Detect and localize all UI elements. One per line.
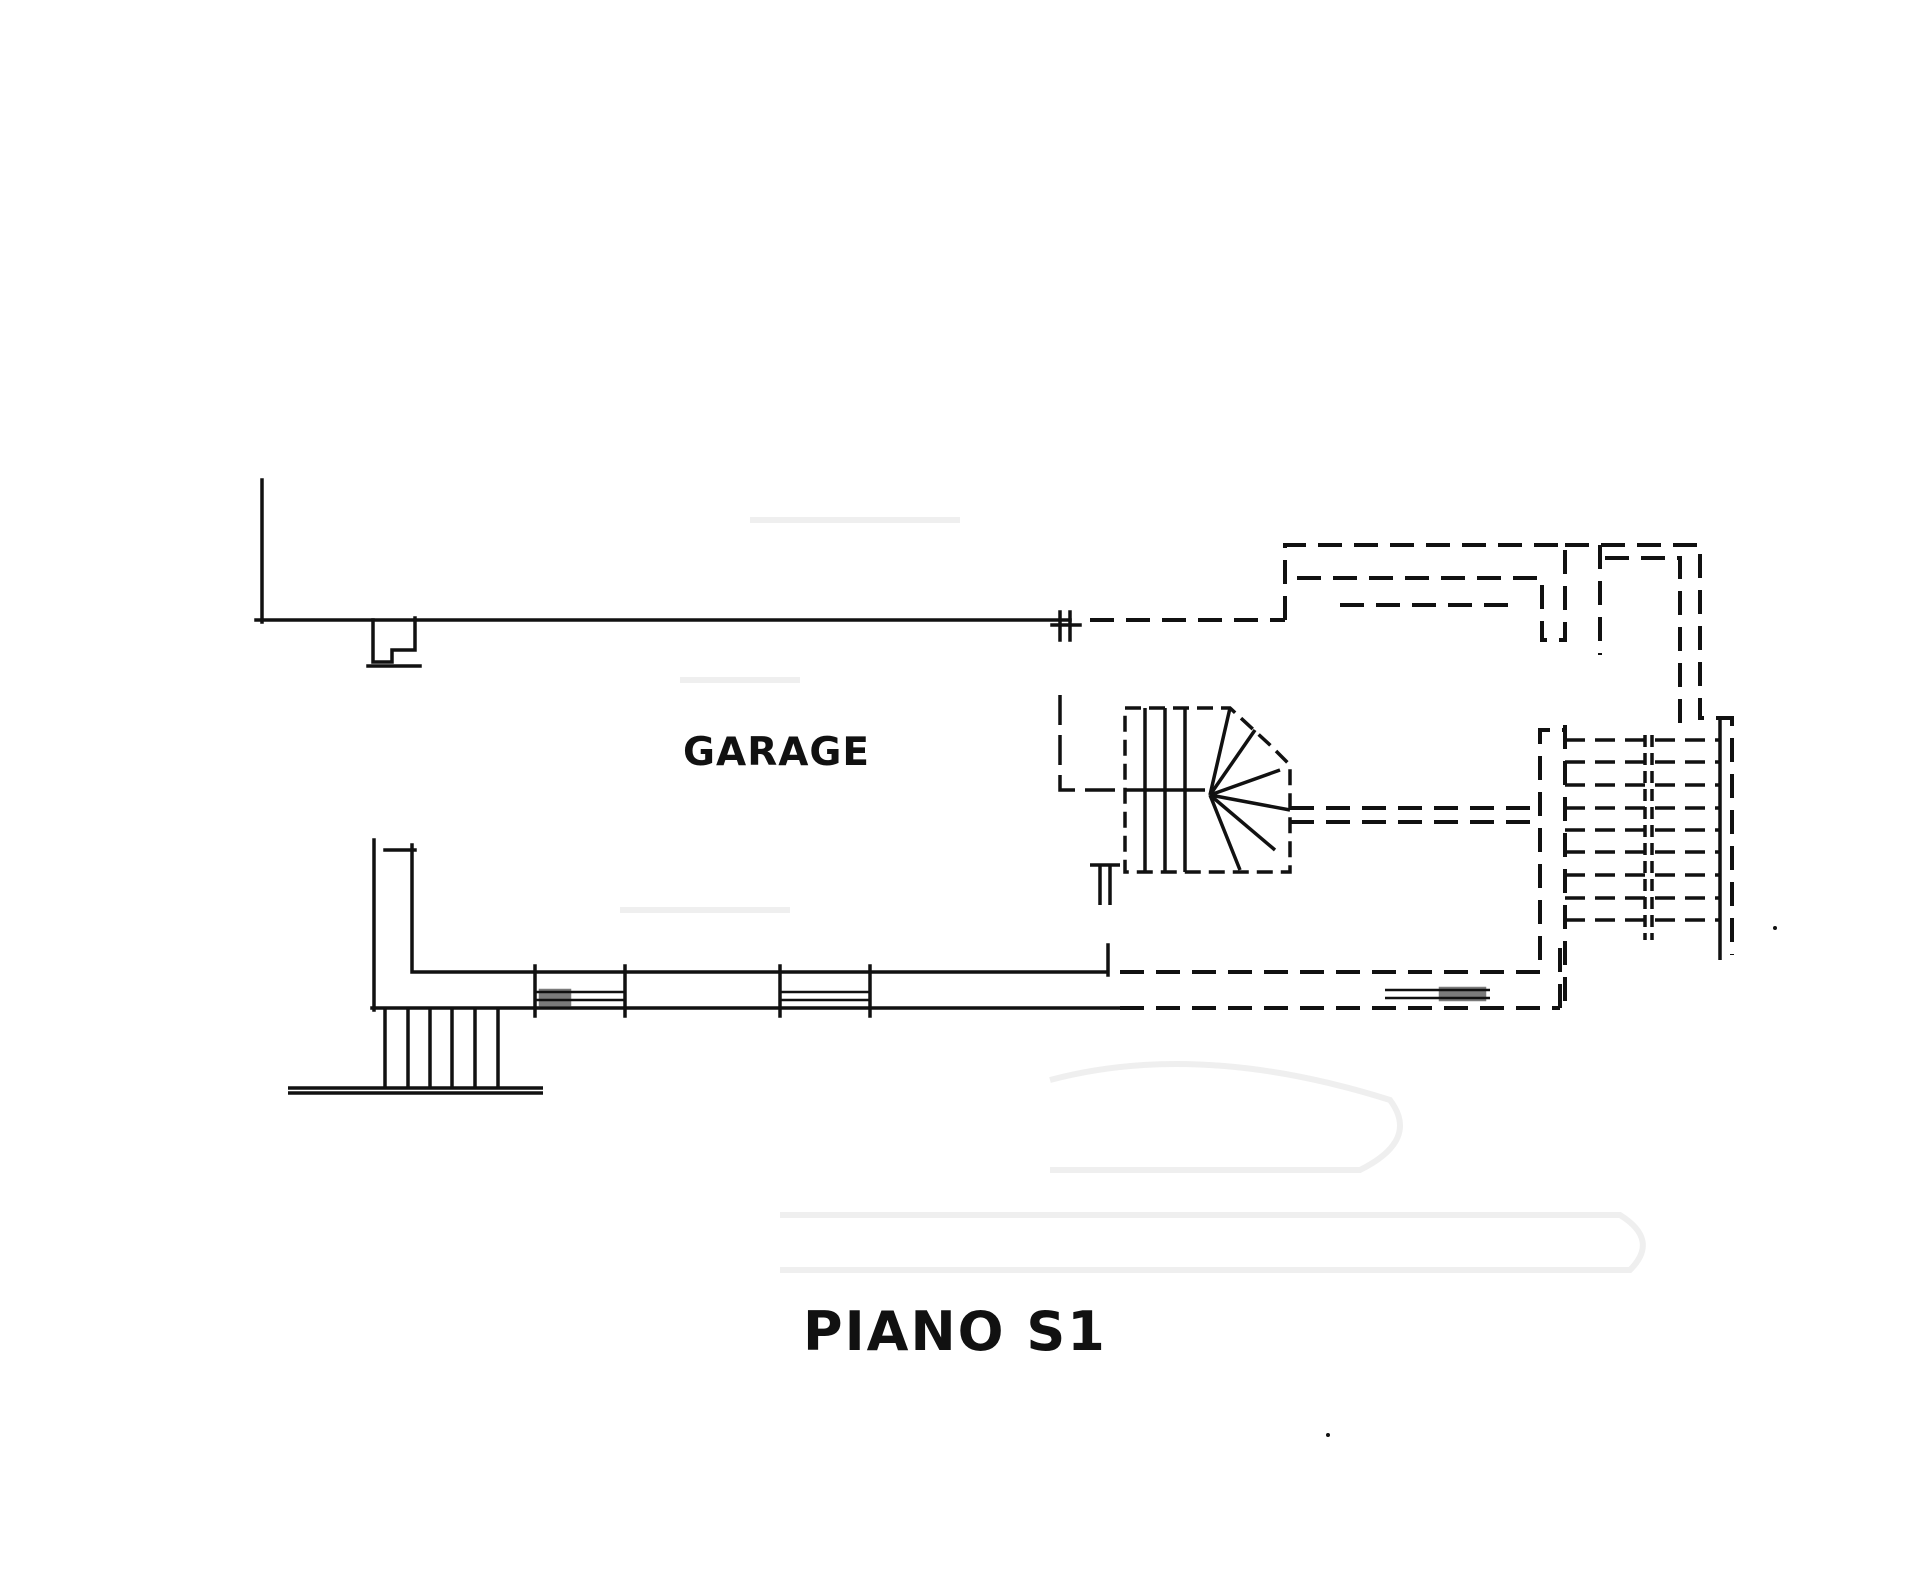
- external-stair: [288, 1008, 543, 1095]
- watermark: [620, 517, 1646, 1273]
- right-stair: [1565, 718, 1722, 960]
- spiral-staircase: [1058, 695, 1292, 905]
- solid-walls: [254, 478, 1122, 1018]
- stray-mark: [1773, 926, 1777, 930]
- floor-title: PIANO S1: [803, 1300, 1107, 1363]
- dashed-walls: [1090, 543, 1734, 1010]
- stray-mark: [1326, 1433, 1330, 1437]
- windows: [535, 986, 1490, 1007]
- room-label-garage: GARAGE: [683, 730, 871, 775]
